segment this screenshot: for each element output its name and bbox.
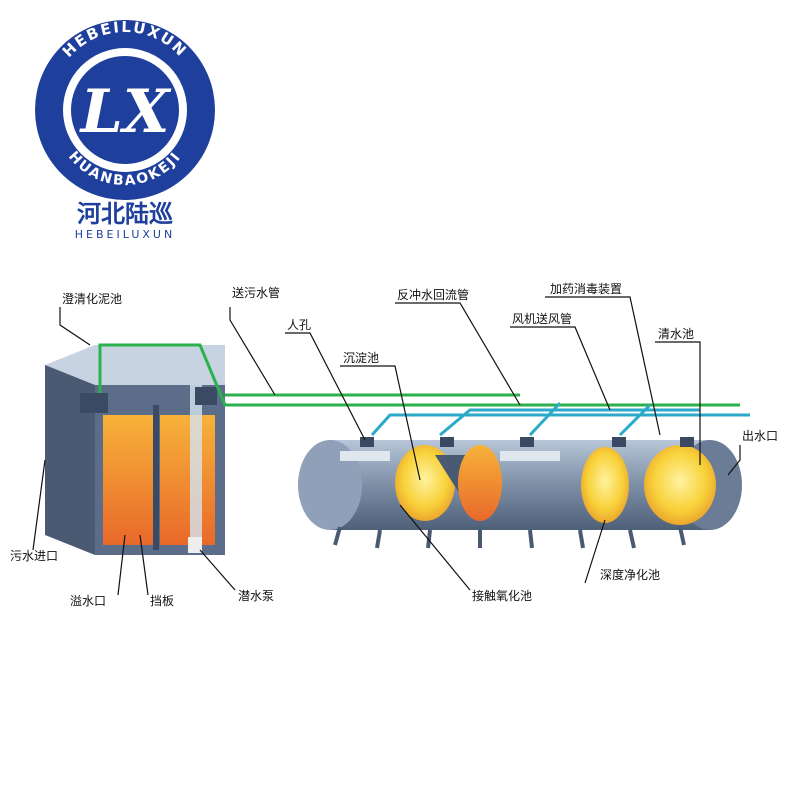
logo-brand-cn: 河北陆巡 [77,200,173,228]
label-outlet: 出水口 [742,429,778,443]
label-backwash-pipe: 反冲水回流管 [397,287,469,302]
pipe-network [98,343,750,437]
label-sewage-pipe: 送污水管 [232,285,280,300]
label-overflow: 溢水口 [70,594,106,608]
clear-water-chamber-shape [644,445,716,525]
settling-chamber-shape [395,445,455,521]
label-manhole: 人孔 [287,318,311,332]
company-logo: HEBEILUXUN HUANBAOKEJI LX 河北陆巡 HEBEILUXU… [35,18,215,240]
label-sewage-inlet: 污水进口 [10,549,58,563]
label-baffle: 挡板 [150,594,174,608]
label-submersible-pump: 潜水泵 [238,589,274,603]
logo-monogram: LX [79,77,172,147]
leader-lines [32,296,741,596]
logo-disc [71,56,179,164]
label-dosing-device: 加药消毒装置 [550,282,622,296]
pump-shape [188,537,202,553]
sludge-tank [45,345,225,555]
label-clear-water-tank: 清水池 [658,327,694,341]
diagram-labels: 澄清化泥池 送污水管 人孔 反冲水回流管 加药消毒装置 风机送风管 沉淀池 清水… [10,282,778,608]
label-deep-purification: 深度净化池 [600,567,660,582]
label-sludge-tank: 澄清化泥池 [62,291,122,306]
label-contact-oxidation: 接触氧化池 [472,588,532,603]
label-settling-tank: 沉淀池 [343,351,379,365]
label-blower-pipe: 风机送风管 [512,311,572,326]
sewage-treatment-diagram: 澄清化泥池 送污水管 人孔 反冲水回流管 加药消毒装置 风机送风管 沉淀池 清水… [10,282,778,608]
logo-brand-en: HEBEILUXUN [75,228,175,240]
main-tank [298,437,742,549]
